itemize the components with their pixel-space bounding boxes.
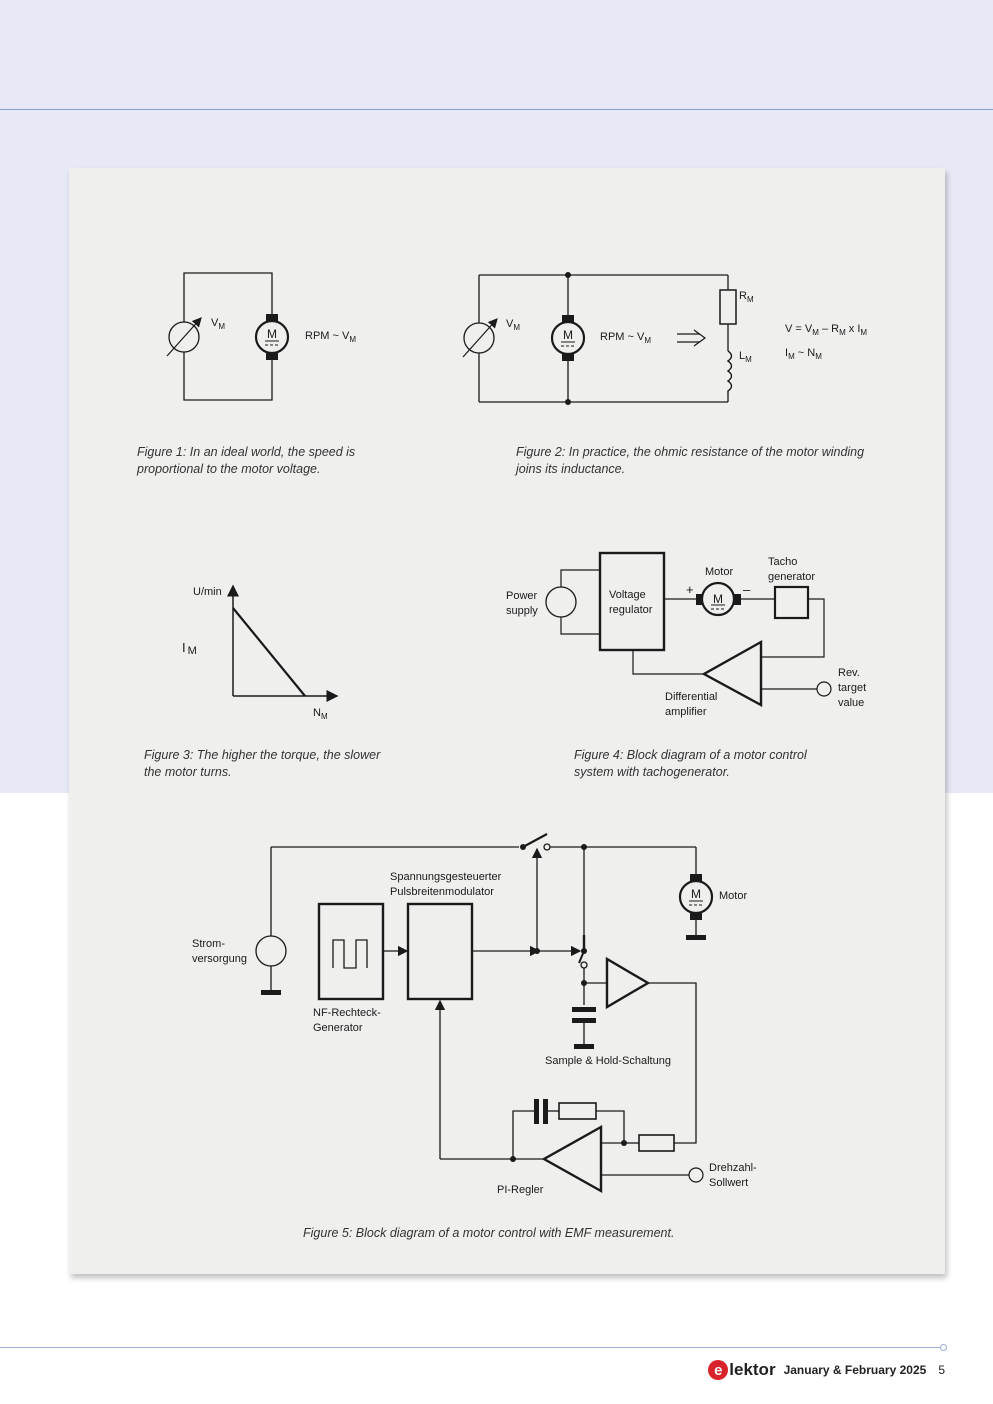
fig2-equation-2: IM ~ NM (785, 347, 822, 361)
fig4-minus: – (743, 582, 751, 597)
figure-5-caption: Figure 5: Block diagram of a motor contr… (303, 1226, 675, 1240)
figure-4-caption: Figure 4: Block diagram of a motor contr… (574, 748, 807, 779)
fig4-regulator-label-2: regulator (609, 604, 653, 616)
fig4-regulator-label-1: Voltage (609, 589, 646, 601)
fig5-motor-label: M (691, 887, 701, 901)
fig5-strom-label-1: Strom- (192, 938, 225, 950)
page-number: 5 (938, 1363, 945, 1377)
fig5-sollwert-label-1: Drehzahl- (709, 1162, 757, 1174)
fig5-motor-title: Motor (719, 890, 747, 902)
fig2-rpm-label: RPM ~ VM (600, 331, 651, 345)
issue-date: January & February 2025 (783, 1363, 927, 1377)
fig5-strom-label-2: versorgung (192, 953, 247, 965)
fig4-tacho-label-2: generator (768, 571, 815, 583)
fig4-rev-label-3: value (838, 697, 864, 709)
fig2-equation-1: V = VM – RM x IM (785, 323, 867, 337)
fig4-diff-label-1: Differential (665, 691, 717, 703)
fig4-diff-label-2: amplifier (665, 706, 707, 718)
fig2-v-label: VM (506, 318, 520, 332)
footer-rule (0, 1347, 943, 1348)
fig5-generator-label-2: Generator (313, 1022, 363, 1034)
figures-canvas: VM M RPM ~ VM VM M RPM ~ VM RM LM V = VM… (166, 272, 867, 1196)
paper-sheet: VM M RPM ~ VM VM M RPM ~ VM RM LM V = VM… (69, 168, 945, 1274)
footer-rule-end (940, 1344, 947, 1351)
fig1-rpm-label: RPM ~ VM (305, 330, 356, 344)
fig4-rev-label-2: target (838, 682, 866, 694)
fig5-sample-hold-label: Sample & Hold-Schaltung (545, 1055, 671, 1067)
fig4-tacho-label-1: Tacho (768, 556, 797, 568)
fig2-motor-label: M (563, 328, 573, 342)
fig4-power-label-2: supply (506, 605, 538, 617)
figure-1 (166, 272, 290, 401)
figure-2 (462, 272, 737, 405)
top-rule (0, 109, 993, 110)
figure-1-caption: Figure 1: In an ideal world, the speed i… (137, 445, 356, 476)
fig5-pi-label: PI-Regler (497, 1184, 544, 1196)
figure-3-caption: Figure 3: The higher the torque, the slo… (144, 748, 381, 779)
elektor-logo: e lektor (708, 1360, 776, 1380)
fig1-v-label: VM (211, 317, 225, 331)
fig2-r-label: RM (739, 290, 754, 304)
fig4-power-label-1: Power (506, 590, 538, 602)
figure-4 (545, 551, 832, 708)
fig3-x-label: NM (313, 707, 328, 721)
fig1-motor-label: M (267, 327, 277, 341)
fig3-y-label: U/min (193, 586, 222, 598)
fig4-plus: + (686, 582, 694, 597)
fig5-pwm-label-2: Pulsbreitenmodulator (390, 886, 494, 898)
fig4-motor-title: Motor (705, 566, 733, 578)
fig5-sollwert-label-2: Sollwert (709, 1177, 748, 1189)
fig4-rev-label-1: Rev. (838, 667, 860, 679)
elektor-logo-icon: e (708, 1360, 729, 1380)
fig5-pwm-label-1: Spannungsgesteuerter (390, 871, 502, 883)
figure-5 (255, 833, 714, 1194)
fig5-generator-label-1: NF-Rechteck- (313, 1007, 381, 1019)
fig4-motor-label: M (713, 592, 723, 606)
figure-2-caption: Figure 2: In practice, the ohmic resista… (516, 445, 865, 476)
fig2-l-label: LM (739, 350, 752, 364)
elektor-logo-text: lektor (729, 1360, 776, 1379)
figure-3 (227, 584, 339, 702)
page-footer: e lektor January & February 2025 5 (708, 1360, 945, 1380)
